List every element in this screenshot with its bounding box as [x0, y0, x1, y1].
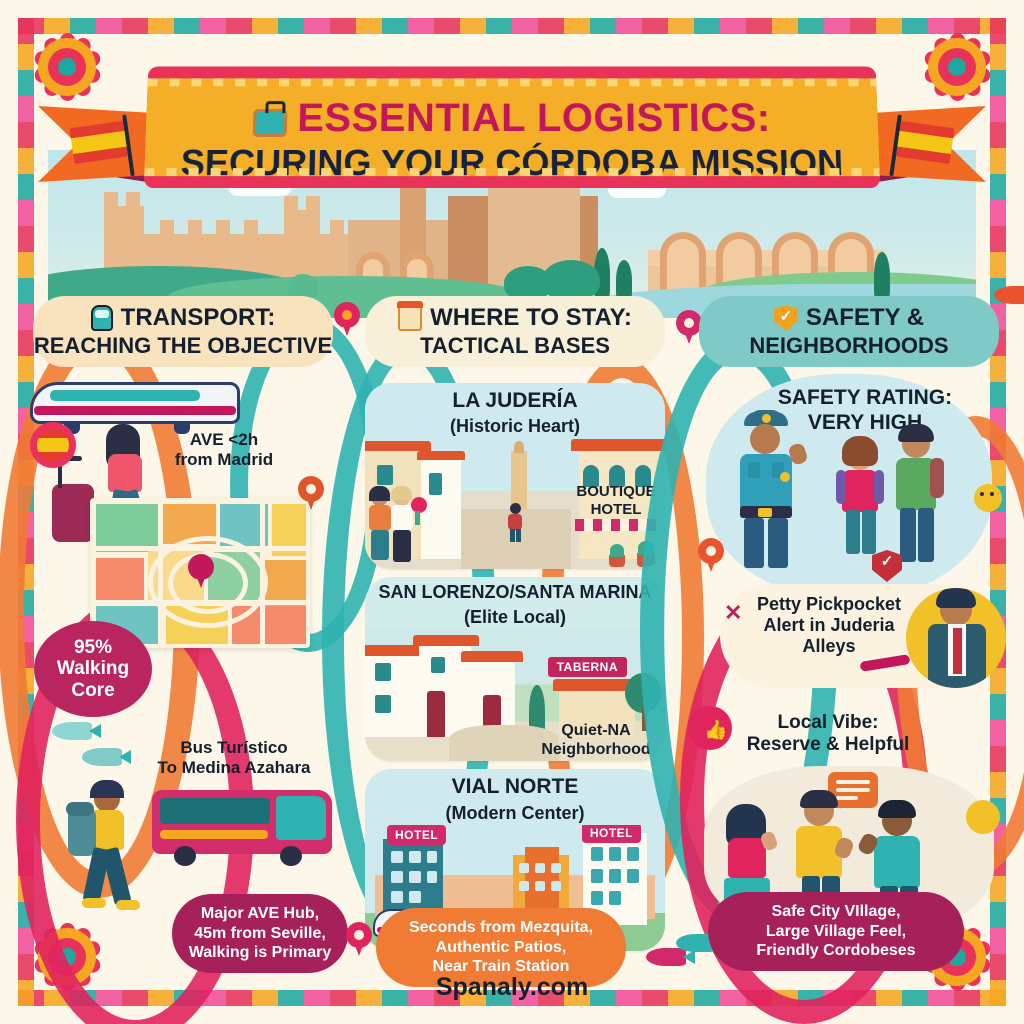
fish-ornament-icon: [676, 934, 716, 952]
city-map-illustration: [90, 498, 310, 648]
where-to-stay-summary-pill: Seconds from Mezquita, Authentic Patios,…: [376, 908, 626, 987]
suitcase-icon: [252, 109, 288, 137]
backpacker-illustration: [66, 780, 156, 924]
column-header-safety: SAFETY & NEIGHBORHOODS: [699, 296, 999, 367]
banner-ribbon: ESSENTIAL LOGISTICS: SECURING YOUR CÓRDO…: [38, 48, 986, 208]
border-top: [18, 18, 1006, 34]
pickpocket-note: Petty Pickpocket Alert in Juderia Alleys: [756, 594, 902, 657]
spain-flag-icon: [889, 114, 955, 177]
map-pin-icon: [698, 538, 724, 572]
area-name: LA JUDERÍA: [452, 389, 578, 412]
pickpocket-alert-scene: ✕ Petty Pickpocket Alert in Juderia Alle…: [688, 584, 1008, 774]
transport-scene-bus: Bus Turístico To Medina Azahara: [24, 714, 342, 934]
tourist-girl-illustration: [832, 436, 892, 566]
fish-ornament-icon: [82, 748, 122, 766]
header-line1: TRANSPORT:: [120, 304, 276, 331]
banner-body: ESSENTIAL LOGISTICS: SECURING YOUR CÓRDO…: [143, 66, 881, 189]
header-line1: WHERE TO STAY:: [430, 304, 632, 331]
poster-title-line2: SECURING YOUR CÓRDOBA MISSION: [180, 141, 844, 184]
safety-rating-scene: SAFETY RATING: VERY HIGH: [690, 374, 1008, 604]
area-name: SAN LORENZO/SANTA MARINA: [378, 581, 652, 602]
area-subtitle: (Elite Local): [463, 606, 566, 627]
fish-ornament-icon: [994, 286, 1024, 304]
column-where-to-stay: WHERE TO STAY: TACTICAL BASES LA JUDERÍA…: [322, 296, 704, 987]
header-line2: TACTICAL BASES: [420, 333, 610, 358]
safety-summary-pill: Safe City VIllage, Large Village Feel, F…: [708, 892, 964, 971]
walking-core-badge: 95% Walking Core: [34, 621, 152, 717]
thumbs-up-icon: 👍: [704, 720, 728, 741]
train-icon: [90, 305, 113, 331]
header-line2: NEIGHBORHOODS: [749, 333, 949, 358]
poster-title-line1: ESSENTIAL LOGISTICS:: [145, 96, 878, 141]
map-pin-icon: [346, 922, 372, 956]
rosette-ornament-icon: [918, 28, 996, 106]
transport-summary-pill: Major AVE Hub, 45m from Seville, Walking…: [172, 894, 348, 973]
header-line1: SAFETY &: [805, 304, 925, 331]
local-vibe-note: Local Vibe: Reserve & Helpful: [746, 712, 910, 756]
taberna-tag: TABERNA: [547, 657, 627, 678]
column-transport: TRANSPORT: REACHING THE OBJECTIVE: [0, 296, 386, 1024]
fish-ornament-icon: [52, 722, 92, 740]
quiet-neighborhood-note: Quiet-NA Neighborhood: [541, 721, 651, 758]
map-pin-icon: [334, 302, 360, 336]
column-header-transport: TRANSPORT: REACHING THE OBJECTIVE: [33, 296, 333, 367]
header-line2: REACHING THE OBJECTIVE: [33, 333, 333, 358]
police-officer-illustration: [726, 410, 816, 570]
ave-note: AVE <2h from Madrid: [174, 430, 274, 470]
fish-ornament-icon: [646, 948, 686, 966]
area-subtitle: (Historic Heart): [449, 416, 581, 437]
shield-check-icon: [773, 305, 798, 331]
traveler-with-suitcase-illustration: [52, 424, 176, 558]
badge-shield-icon: [872, 550, 902, 582]
stay-area-juderia: LA JUDERÍA (Historic Heart): [365, 383, 665, 569]
column-header-where-to-stay: WHERE TO STAY: TACTICAL BASES: [365, 296, 665, 367]
san-lorenzo-illustration: TABERNA Quiet-NA Neighborhood: [365, 629, 665, 762]
map-pin-icon: [676, 310, 702, 344]
building-icon: [397, 301, 424, 331]
hotel-tag: HOTEL: [387, 825, 447, 846]
businessman-alert-illustration: [906, 588, 1006, 688]
spain-flag-icon: [69, 114, 135, 177]
hotel-tag: HOTEL: [581, 825, 641, 844]
area-name: VIAL NORTE: [451, 775, 579, 799]
safety-rating-note: SAFETY RATING: VERY HIGH: [777, 386, 953, 434]
footer-brand: Spanaly.com: [435, 973, 589, 1001]
title-line1-text: ESSENTIAL LOGISTICS:: [296, 96, 772, 140]
area-subtitle: (Modern Center): [445, 802, 585, 823]
column-safety: SAFETY & NEIGHBORHOODS SAFETY RATING: VE…: [640, 286, 1024, 1024]
local-woman-illustration: [718, 804, 784, 920]
thumbs-up-badge-icon: [688, 706, 732, 750]
transport-scene-ave: AVE <2h from Madrid: [24, 372, 342, 648]
tourist-boy-illustration: [886, 422, 950, 570]
alert-x-icon: ✕: [724, 600, 743, 625]
sun-ornament-icon: [966, 800, 1000, 834]
map-pin-icon: [298, 476, 324, 510]
stay-area-san-lorenzo: SAN LORENZO/SANTA MARINA (Elite Local) T…: [365, 576, 665, 762]
bus-note: Bus Turístico To Medina Azahara: [157, 738, 311, 778]
rosette-ornament-icon: [28, 28, 106, 106]
tour-bus-illustration: [152, 790, 332, 866]
